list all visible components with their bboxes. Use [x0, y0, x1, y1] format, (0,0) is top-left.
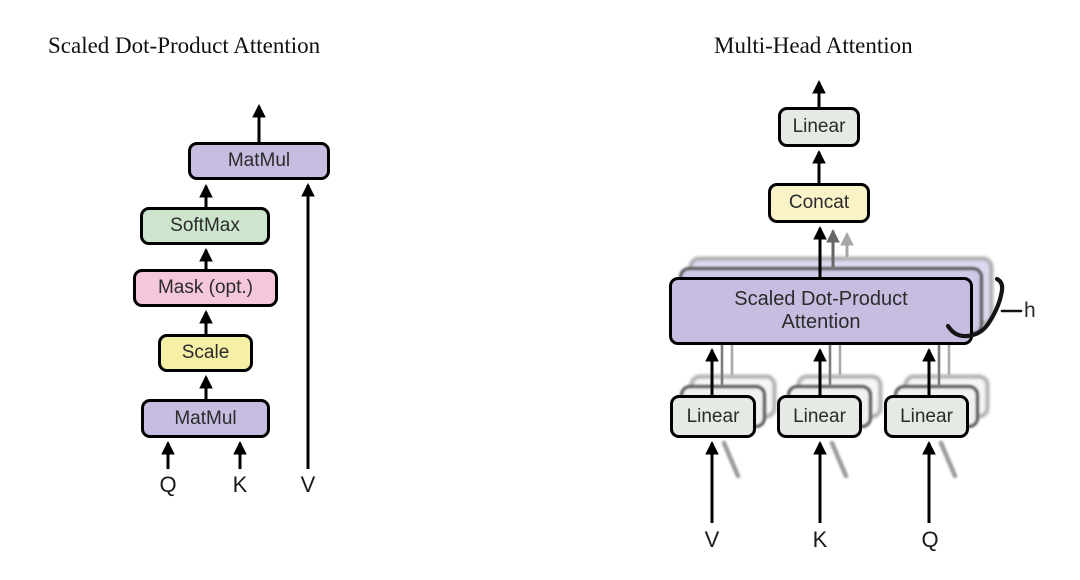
linear-top-box: Linear	[778, 107, 860, 147]
right-input-label-q: Q	[921, 527, 939, 552]
linear-v-box: Linear	[670, 395, 756, 438]
mask-box: Mask (opt.)	[133, 269, 278, 307]
left-diagram-title: Scaled Dot-Product Attention	[48, 33, 321, 58]
concat-box: Concat	[768, 183, 870, 223]
right-input-label-v: V	[704, 527, 720, 552]
left-input-label-v: V	[300, 472, 316, 497]
matmul-top-box: MatMul	[188, 142, 330, 180]
linear-q-box: Linear	[884, 395, 969, 438]
matmul-bottom-box: MatMul	[141, 399, 270, 438]
left-input-label-q: Q	[159, 472, 177, 497]
ghost-input-arrow-shadows	[721, 440, 958, 479]
right-diagram-title: Multi-Head Attention	[714, 33, 913, 58]
scale-box: Scale	[158, 334, 253, 372]
softmax-box: SoftMax	[140, 207, 270, 245]
linear-k-box: Linear	[777, 395, 862, 438]
scaled-dot-product-attention-box: Scaled Dot-Product Attention	[669, 277, 973, 345]
head-count-label: h	[1024, 299, 1036, 322]
right-input-label-k: K	[812, 527, 828, 552]
left-input-label-k: K	[232, 472, 248, 497]
